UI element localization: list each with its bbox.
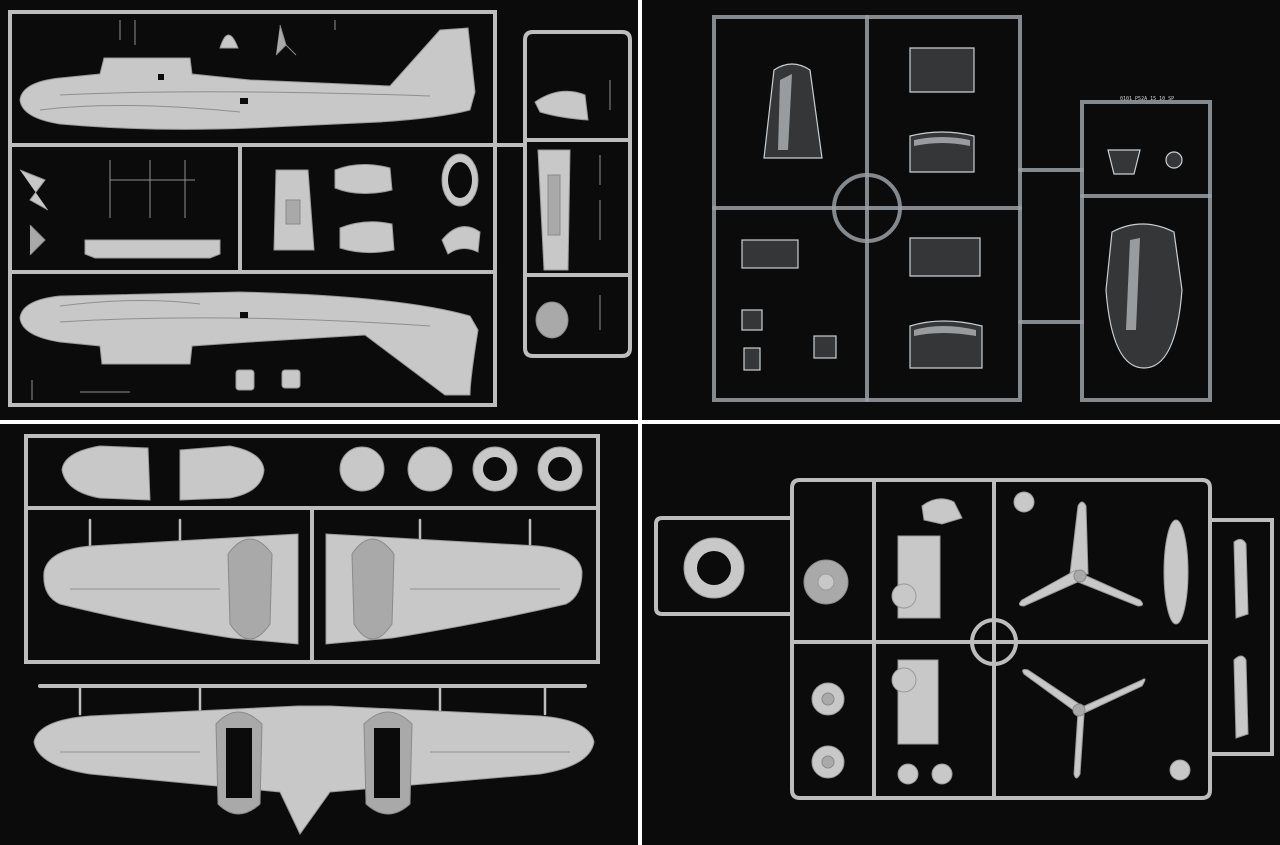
- pilot-figure: [921, 498, 963, 525]
- sprue-photo-fuselage: [0, 0, 638, 420]
- sprue-frame: [8, 10, 632, 407]
- drop-tank: [1163, 519, 1189, 625]
- tailplanes: [61, 445, 265, 501]
- clear-sprue-drawing: 0101 P52A 15 10 SP: [712, 15, 1212, 402]
- wheels: [811, 682, 953, 785]
- sprue-photo-propellers: [642, 424, 1280, 845]
- sprue-photo-clear: 0101 P52A 15 10 SP: [642, 0, 1280, 420]
- sprue-code-label: 0101 P52A 15 10 SP: [1120, 96, 1174, 102]
- clear-main-canopy: [1105, 223, 1183, 369]
- cowl-halves: [891, 535, 941, 745]
- clear-nose-canopy: [763, 63, 823, 159]
- radial-engine: [803, 559, 849, 605]
- prop-sprue-frame: [654, 478, 1274, 800]
- fuselage-half-left: [19, 27, 476, 130]
- wing-sprue-frame: [24, 434, 600, 716]
- propeller-sprue-drawing: [654, 478, 1274, 800]
- clear-small-parts: [741, 149, 1183, 371]
- side-parts: [1013, 491, 1249, 781]
- wing-sprue-drawing: [24, 434, 600, 835]
- sprue-photo-wings: [0, 424, 638, 845]
- propeller-upper: [1018, 501, 1144, 607]
- clear-window-panels: [909, 47, 983, 369]
- cockpit-parts: [19, 153, 481, 259]
- lower-wing: [33, 705, 595, 835]
- small-parts-top: [31, 20, 336, 400]
- fuselage-half-right: [19, 291, 479, 396]
- upper-wing-halves: [43, 533, 583, 645]
- fuselage-sprue-drawing: [8, 10, 632, 407]
- clear-sprue-frame: [712, 15, 1212, 402]
- propeller-lower: [1022, 669, 1146, 779]
- side-sprue-parts: [534, 80, 611, 339]
- engine-cowl-ring: [683, 537, 745, 599]
- wheel-hubs: [339, 446, 583, 492]
